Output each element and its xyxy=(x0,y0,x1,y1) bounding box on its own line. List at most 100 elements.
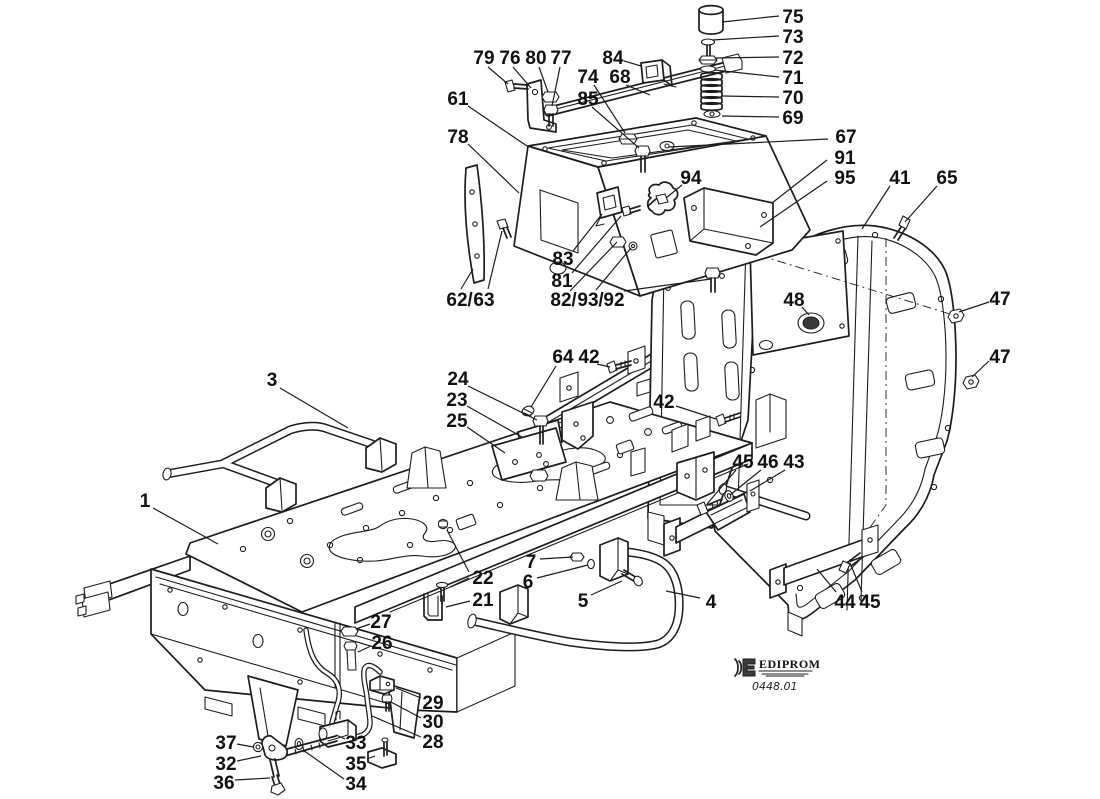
callout-69: 69 xyxy=(782,108,803,129)
part-control-rods-28 xyxy=(253,630,396,795)
part-washer-71 xyxy=(701,66,716,72)
part-bolt-92 xyxy=(705,268,720,292)
callout-82: 82 xyxy=(550,290,571,311)
part-bracket-76 xyxy=(505,80,559,132)
leader-line-91 xyxy=(771,159,828,204)
part-washer-73 xyxy=(702,39,715,56)
callout-78: 78 xyxy=(447,127,468,148)
part-bolt-26 xyxy=(344,642,357,670)
callout-46: 46 xyxy=(757,452,778,473)
callout-83: 83 xyxy=(552,249,573,270)
callout-93: 93 xyxy=(577,290,598,311)
leader-line-92 xyxy=(623,278,712,292)
callout-28: 28 xyxy=(422,732,443,753)
leader-line-82 xyxy=(569,241,618,292)
part-washer-69 xyxy=(704,111,720,118)
logo-subline xyxy=(761,673,809,677)
callout-75: 75 xyxy=(782,7,804,28)
part-nut-82 xyxy=(610,237,626,247)
callout-71: 71 xyxy=(782,68,804,89)
callout-68: 68 xyxy=(609,67,630,88)
leader-line-81 xyxy=(571,215,622,274)
part-handle-tube-3 xyxy=(162,426,396,512)
part-screw-22a xyxy=(438,519,447,528)
callout-95: 95 xyxy=(834,168,856,189)
leader-line-6 xyxy=(536,564,589,579)
callout-34: 34 xyxy=(345,774,367,795)
part-nut-on-plate xyxy=(530,470,548,481)
leader-line-23 xyxy=(466,405,523,438)
part-inner-plate-48 xyxy=(750,231,849,355)
callout-45b: 45 xyxy=(859,592,881,613)
callout-sl2: / xyxy=(598,290,604,311)
callout-sl3: / xyxy=(467,290,473,311)
part-bolt-85 xyxy=(635,146,650,172)
callout-64: 64 xyxy=(552,347,574,368)
callout-sl1: / xyxy=(571,290,577,311)
leader-line-74 xyxy=(593,84,626,134)
callout-4: 4 xyxy=(706,592,717,613)
leader-line-22 xyxy=(449,577,470,588)
callout-61: 61 xyxy=(447,89,469,110)
part-spring-assembly xyxy=(699,6,723,118)
part-stud-64 xyxy=(521,405,535,417)
part-clamp-84 xyxy=(641,60,676,87)
leader-line-69 xyxy=(721,115,780,118)
leader-line-45b xyxy=(849,562,863,593)
part-washer-6 xyxy=(588,559,595,568)
leader-line-95 xyxy=(759,180,828,228)
part-bolt-45b xyxy=(839,553,863,573)
leader-line-68 xyxy=(625,84,651,96)
part-clip-35 xyxy=(368,738,396,768)
leader-line-5 xyxy=(590,580,623,596)
callout-43: 43 xyxy=(783,452,804,473)
leader-line-37 xyxy=(236,743,254,748)
leader-line-79 xyxy=(487,66,509,85)
callout-79: 79 xyxy=(473,48,494,69)
part-bracket-44 xyxy=(770,525,878,598)
leader-line-84 xyxy=(623,60,642,67)
leader-line-73 xyxy=(711,35,780,41)
leader-line-33 xyxy=(335,734,346,740)
callout-42a: 42 xyxy=(578,347,599,368)
callout-33: 33 xyxy=(345,733,366,754)
leader-line-77 xyxy=(551,66,561,107)
leader-line-76 xyxy=(512,66,532,89)
callout-92: 92 xyxy=(603,290,624,311)
logo-brand-text: EDIPROM xyxy=(759,657,821,671)
callout-7: 7 xyxy=(526,552,537,573)
leader-line-47a xyxy=(958,301,990,313)
leader-line-26 xyxy=(357,645,372,653)
leader-line-62 xyxy=(460,268,474,290)
leader-line-25 xyxy=(466,426,506,454)
part-ring-37 xyxy=(253,742,262,751)
callout-36: 36 xyxy=(213,773,234,794)
part-bushing-34 xyxy=(295,739,303,750)
leader-line-75 xyxy=(721,15,780,23)
callout-42b: 42 xyxy=(653,392,674,413)
leader-line-28 xyxy=(371,715,422,738)
leader-line-64 xyxy=(530,365,557,408)
leader-line-61 xyxy=(467,105,528,147)
callout-24: 24 xyxy=(447,369,469,390)
callout-1: 1 xyxy=(140,491,151,512)
callout-27: 27 xyxy=(370,612,391,633)
leader-line-1 xyxy=(152,507,219,545)
callout-70: 70 xyxy=(782,88,803,109)
leader-line-83 xyxy=(572,213,603,252)
leader-line-24 xyxy=(467,385,538,421)
callout-22: 22 xyxy=(472,568,493,589)
leader-line-7 xyxy=(539,556,574,560)
logo-mark-icon xyxy=(742,658,756,677)
callout-23: 23 xyxy=(446,390,467,411)
callout-30: 30 xyxy=(422,712,443,733)
part-plate-94 xyxy=(648,182,678,214)
leader-line-34 xyxy=(302,749,345,780)
part-strap-21 xyxy=(424,594,442,620)
part-tube-rear xyxy=(718,483,806,516)
leader-line-85 xyxy=(591,106,640,149)
part-spring-70 xyxy=(701,73,722,111)
part-nut-80 xyxy=(542,92,559,102)
part-bolt-36 xyxy=(271,775,285,795)
callout-6: 6 xyxy=(523,572,534,593)
